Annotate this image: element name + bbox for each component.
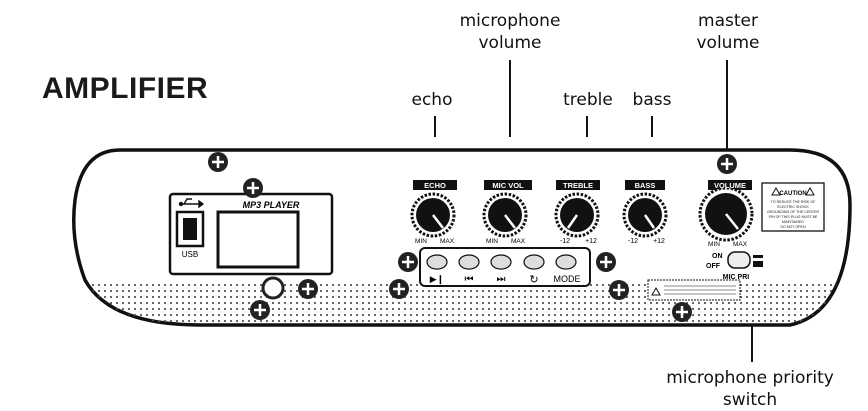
switch-off-label: OFF: [706, 263, 721, 270]
warning-sticker: [647, 279, 741, 301]
diagram-title: AMPLIFIER: [42, 72, 209, 105]
screws: [208, 152, 737, 322]
caution-box: [761, 182, 825, 232]
caution-text: TO REDUCE THE RISK OF ELECTRIC SHOCK GRO…: [767, 200, 820, 229]
screw-icon: [208, 152, 228, 172]
echo-min-label: MIN: [415, 238, 427, 245]
mic-vol-label-bg: [484, 180, 532, 190]
repeat-button: [523, 254, 545, 270]
mic-vol-min-label: MIN: [486, 238, 498, 245]
bass-callout: bass: [632, 90, 672, 110]
caution-label: [761, 182, 825, 232]
mp3-display: [216, 210, 300, 269]
volume-label-bg: [708, 180, 752, 190]
play-pause-icon: ▶❙: [430, 274, 444, 285]
mic-priority-callout: microphone priority switch: [666, 368, 834, 410]
speaker-grille: [73, 284, 850, 325]
switch-on-label: ON: [712, 253, 723, 260]
screw-icon: [298, 279, 318, 299]
next-icon: ⏭: [497, 274, 506, 285]
knob-echo: [410, 180, 457, 238]
repeat-icon: ↻: [529, 274, 538, 286]
knob-bass: [622, 180, 668, 238]
warning-icon: [805, 186, 815, 196]
usb-port-slot: [183, 218, 197, 240]
volume-min-label: MIN: [708, 241, 720, 248]
bass-min-label: -12: [628, 238, 638, 245]
switch-body: [727, 251, 751, 269]
mic-vol-max-label: MAX: [511, 238, 526, 245]
treble-label: TREBLE: [563, 181, 593, 190]
svg-text:GROUNDING OF THE CENTER: GROUNDING OF THE CENTER: [767, 210, 820, 214]
mic-vol-label: MIC VOL: [492, 181, 524, 190]
warning-icon: [771, 186, 781, 196]
mode-label: MODE: [554, 274, 581, 284]
mic-volume-callout: microphone volume: [459, 11, 561, 53]
caution-heading: CAUTION: [779, 191, 806, 197]
previous-button: [458, 254, 480, 270]
usb-icon: [178, 198, 205, 209]
bass-label-bg: [625, 180, 665, 190]
screw-icon: [596, 252, 616, 272]
indicator-led: [261, 276, 285, 300]
mic-pri-label: MIC PRI: [723, 274, 750, 281]
echo-label: ECHO: [424, 181, 446, 190]
screw-icon: [398, 252, 418, 272]
bass-max-label: +12: [653, 238, 665, 245]
echo-max-label: MAX: [440, 238, 455, 245]
screw-icon: [250, 300, 270, 320]
mic-priority-switch: [727, 251, 763, 269]
treble-min-label: -12: [560, 238, 570, 245]
previous-icon: ⏮: [465, 274, 474, 285]
screw-icon: [243, 178, 263, 198]
mp3-player-label: MP3 PLAYER: [243, 200, 300, 210]
svg-text:PIN OF THIS PLUG MUST BE: PIN OF THIS PLUG MUST BE: [769, 215, 818, 219]
svg-text:DO NOT OPEN: DO NOT OPEN: [780, 225, 805, 229]
screw-icon: [672, 302, 692, 322]
screw-icon: [717, 154, 737, 174]
transport-buttons: [419, 247, 591, 287]
echo-label-bg: [413, 180, 457, 190]
screw-icon: [609, 280, 629, 300]
bass-label: BASS: [635, 181, 656, 190]
svg-text:ELECTRIC SHOCK: ELECTRIC SHOCK: [777, 205, 809, 209]
knob-master-volume: [698, 180, 754, 242]
warning-icon: [651, 286, 661, 296]
play-pause-button: [426, 254, 448, 270]
volume-max-label: MAX: [733, 241, 748, 248]
treble-callout: treble: [563, 90, 613, 110]
svg-text:MAINTAINED: MAINTAINED: [782, 220, 804, 224]
svg-text:TO REDUCE THE RISK OF: TO REDUCE THE RISK OF: [771, 200, 816, 204]
next-button: [490, 254, 512, 270]
usb-label: USB: [182, 250, 198, 259]
master-volume-callout: master volume: [696, 11, 760, 53]
echo-callout: echo: [411, 90, 453, 110]
knob-mic-volume: [482, 180, 532, 238]
mode-button: [555, 254, 577, 270]
screw-icon: [389, 279, 409, 299]
knob-treble: [554, 180, 600, 238]
mp3-player-module: [168, 192, 334, 276]
panel-text: MP3 PLAYER USB ECHO MIN MAX MIC VOL MIN …: [182, 181, 820, 286]
treble-label-bg: [556, 180, 600, 190]
volume-label: VOLUME: [714, 181, 746, 190]
treble-max-label: +12: [585, 238, 597, 245]
